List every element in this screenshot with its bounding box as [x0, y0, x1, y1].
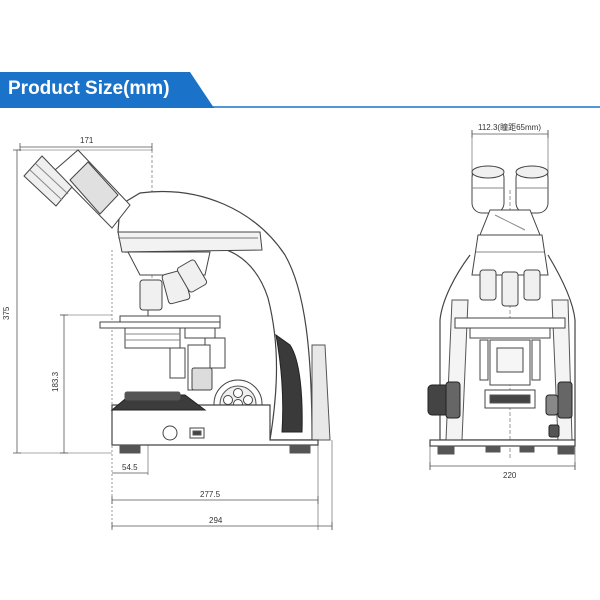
- dim-base-depth: 277.5: [200, 490, 221, 499]
- title-banner-shape: [0, 72, 214, 108]
- dim-stage-height: 183.3: [51, 371, 60, 392]
- base-front: [429, 389, 576, 455]
- objectives-front: [479, 269, 541, 307]
- dim-total-depth: 294: [209, 516, 223, 525]
- dim-top-width: 171: [80, 136, 94, 145]
- title-banner: [0, 72, 214, 108]
- focus-assembly-side: [169, 344, 213, 391]
- side-view-dimensions: [13, 143, 333, 530]
- focus-knobs-front: [427, 381, 573, 438]
- base-side: [110, 391, 319, 454]
- objectives-side: [127, 251, 211, 320]
- dim-base-front: 54.5: [122, 463, 138, 472]
- dim-front-width: 220: [503, 471, 517, 480]
- stage-front: [454, 317, 566, 386]
- eyepieces-front: [471, 165, 549, 236]
- page-title: Product Size(mm): [8, 78, 170, 99]
- dim-total-height: 375: [2, 306, 11, 320]
- side-view: [20, 149, 333, 530]
- eyepiece-side: [23, 149, 131, 229]
- front-view: [427, 130, 576, 470]
- dim-interpupillary: 112.3(瞳距65mm): [478, 122, 541, 132]
- front-view-dimensions: [429, 130, 576, 470]
